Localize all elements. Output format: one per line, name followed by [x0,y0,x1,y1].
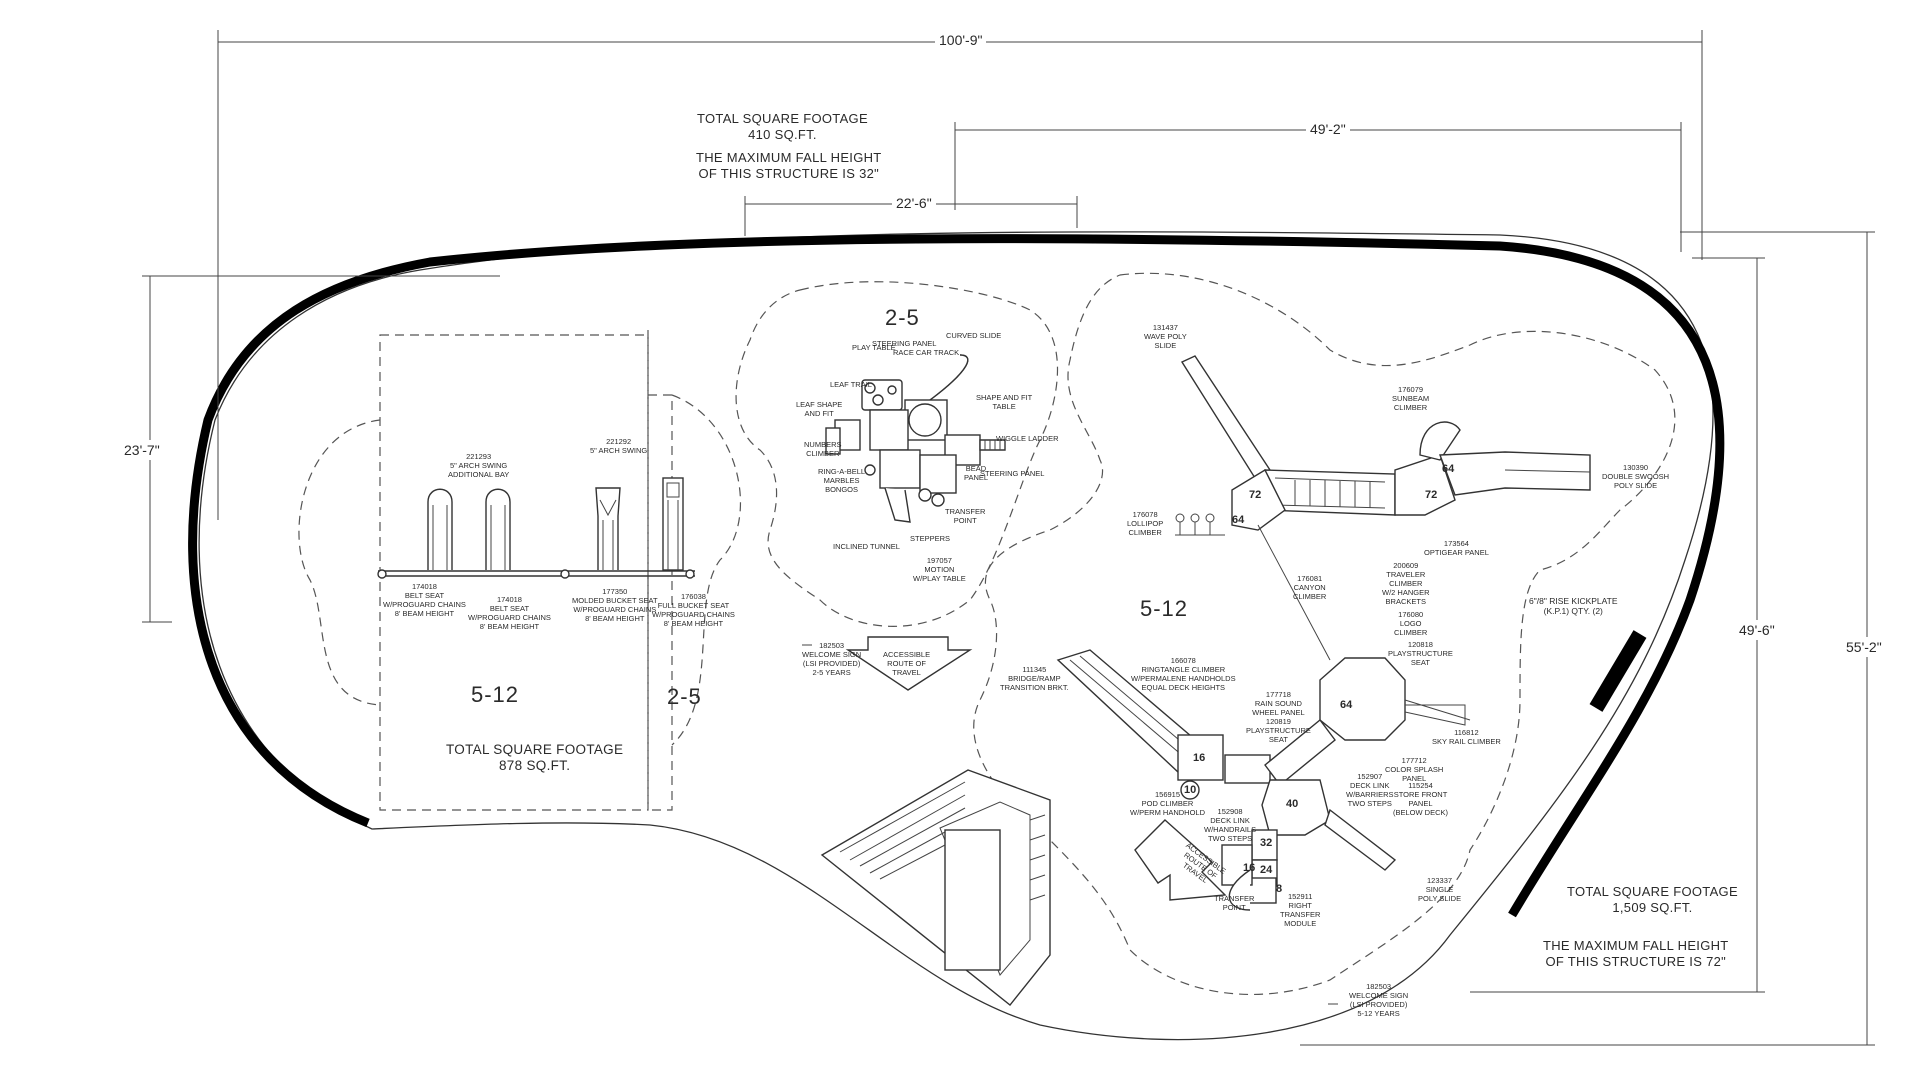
deck-height-32: 32 [1260,837,1273,849]
deck-height-24: 24 [1260,864,1273,876]
dim-left-height: 23'-7" [124,440,160,460]
use-zone-small-structure [735,281,1058,627]
belt-seat-1 [427,488,453,570]
curb-border [188,234,1725,918]
age-label-big-structure: 5-12 [1140,596,1189,621]
deck-height-72-b: 72 [1425,489,1438,501]
label-bead-steering: STEERING PANEL [980,469,1045,478]
accessible-route-arrow-a [845,636,973,691]
deck-height-16-a: 16 [1193,752,1206,764]
age-label-swing-5-12: 5-12 [471,682,520,707]
deck-height-16-b: 16 [1243,862,1256,874]
label-inclined-tunnel: INCLINED TUNNEL [833,542,900,551]
label-steppers: STEPPERS [910,534,951,543]
age-label-swing-2-5: 2-5 [667,684,702,709]
big-play-structure [1056,355,1591,911]
small-play-structure [825,354,1006,523]
note-swing-sqft: TOTAL SQUARE FOOTAGE 878 SQ.FT. [446,742,624,773]
entrance-pavement [820,769,1051,1006]
molded-bucket-seat [595,487,621,570]
deck-height-40: 40 [1286,798,1299,810]
deck-height-8: 8 [1276,883,1283,895]
lollipop-climber [1175,513,1225,536]
label-curved-slide: CURVED SLIDE [946,331,1002,340]
dim-right-inner: 49'-6" [1739,620,1775,640]
note-big-sqft: TOTAL SQUARE FOOTAGE 1,509 SQ.FT. [1567,884,1738,915]
belt-seat-2 [485,488,511,570]
accessible-route-arrow-b [1134,819,1227,901]
label-leaf-trail: LEAF TRAIL [830,380,872,389]
label-play-table: PLAY TABLE [852,343,896,352]
deck-height-64-c: 64 [1340,699,1353,711]
dim-right-outer: 55'-2" [1846,637,1882,657]
age-label-small-structure: 2-5 [885,305,920,330]
full-bucket-seat [662,477,684,571]
dim-top-left: 22'-6" [892,195,936,211]
note-big-fall-height: THE MAXIMUM FALL HEIGHT OF THIS STRUCTUR… [1543,938,1729,969]
site-boundary [198,231,1714,1041]
label-wiggle-ladder: WIGGLE LADDER [996,434,1059,443]
dim-overall-width: 100'-9" [935,32,987,48]
label-steering-panel: STEERING PANEL [872,339,937,348]
curb-border-segment [1589,630,1647,712]
swing-sets [377,477,695,579]
deck-height-10: 10 [1184,784,1197,796]
label-race-car-track: RACE CAR TRACK [893,348,960,357]
note-small-sqft: TOTAL SQUARE FOOTAGE 410 SQ.FT. [697,111,868,142]
note-small-fall-height: THE MAXIMUM FALL HEIGHT OF THIS STRUCTUR… [696,150,882,181]
deck-height-64-a: 64 [1232,514,1245,526]
label-kickplate: 6"/8" RISE KICKPLATE(K.P.1) QTY. (2) [1529,596,1618,616]
deck-height-64-b: 64 [1442,463,1455,475]
dim-top-right: 49'-2" [1306,121,1350,137]
use-zone-big-structure [973,272,1676,996]
deck-height-72-a: 72 [1249,489,1262,501]
